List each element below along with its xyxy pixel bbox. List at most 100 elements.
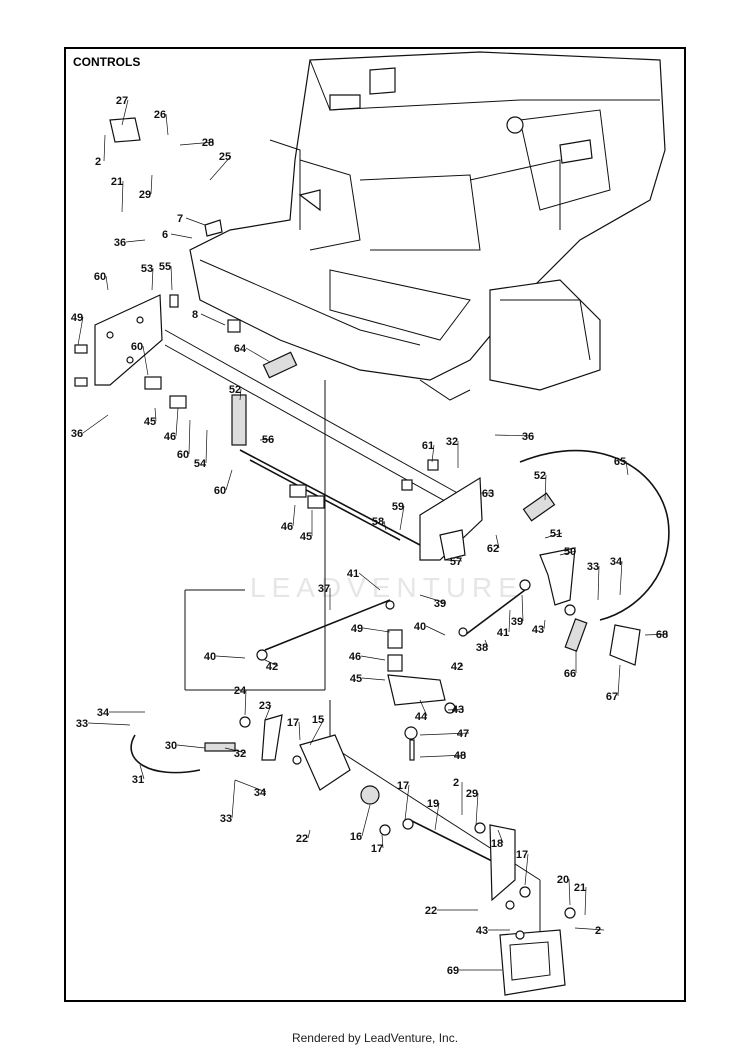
callout-label: 6	[162, 229, 168, 241]
callout-leader	[176, 744, 206, 749]
callout-label: 33	[76, 718, 88, 730]
right-mount-bracket	[419, 476, 483, 561]
callout-leader	[239, 388, 242, 401]
callout-leader	[309, 718, 325, 746]
callout-label: 32	[446, 436, 458, 448]
callout-label: 34	[97, 707, 110, 719]
callout-leader	[497, 829, 504, 844]
callout-leader	[307, 829, 311, 839]
callout-leader	[175, 407, 179, 437]
callout-label: 50	[564, 546, 576, 558]
callout-label: 34	[254, 787, 267, 799]
callout-leader	[568, 878, 571, 906]
callout-leader	[574, 927, 605, 931]
callout-label: 37	[318, 583, 330, 595]
callout-leader	[425, 625, 446, 636]
callout-label: 62	[487, 543, 499, 555]
callout-label: 68	[656, 629, 668, 641]
callout-label: 33	[220, 813, 232, 825]
callout-leader	[264, 704, 272, 721]
callout-label: 2	[95, 156, 101, 168]
callout-leader	[544, 532, 563, 539]
callout-label: 21	[574, 882, 586, 894]
callout-label: 19	[427, 798, 439, 810]
callout-leader	[544, 474, 547, 501]
callout-label: 60	[131, 341, 143, 353]
callout-leader	[494, 434, 535, 437]
callout-label: 22	[425, 905, 437, 917]
callout-label: 17	[516, 849, 528, 861]
callout-label: 39	[434, 598, 446, 610]
callout-label: 25	[219, 151, 231, 163]
callout-label: 57	[450, 556, 462, 568]
callout-leader	[125, 239, 146, 243]
callout-label: 33	[587, 561, 599, 573]
callout-leader	[121, 180, 124, 213]
callout-leader	[298, 721, 301, 741]
callout-label: 51	[550, 528, 562, 540]
callout-leader	[447, 708, 465, 711]
callout-leader	[165, 113, 169, 136]
callout-label: 49	[71, 312, 83, 324]
callout-label: 21	[111, 176, 123, 188]
callout-leader	[597, 565, 600, 601]
callout-leader	[399, 505, 405, 531]
callout-label: 46	[164, 431, 176, 443]
watermark-text: LEADVENTURE	[250, 572, 523, 603]
callout-label: 31	[132, 774, 144, 786]
callout-label: 26	[154, 109, 166, 121]
callout-label: 59	[392, 501, 404, 513]
callout-label: 36	[114, 237, 126, 249]
callout-label: 46	[349, 651, 361, 663]
callout-label: 43	[476, 925, 488, 937]
callout-leader	[205, 429, 208, 464]
callout-label: 53	[141, 263, 153, 275]
callout-label: 61	[422, 440, 434, 452]
callout-leader	[444, 559, 463, 562]
callout-leader	[495, 534, 500, 549]
callout-leader	[234, 779, 267, 793]
callout-leader	[103, 134, 106, 162]
callout-leader	[362, 627, 391, 633]
callout-leader	[170, 265, 173, 291]
callout-label: 16	[350, 831, 362, 843]
callout-label: 56	[262, 434, 274, 446]
callout-leader	[142, 345, 149, 376]
callout-leader	[361, 804, 371, 837]
callout-leader	[231, 779, 236, 819]
callout-leader	[419, 732, 470, 736]
callout-label: 15	[312, 714, 324, 726]
callout-label: 47	[457, 728, 469, 740]
callout-leader	[292, 504, 296, 527]
callout-leader	[200, 313, 226, 326]
callout-label: 8	[192, 309, 198, 321]
callout-label: 29	[139, 189, 151, 201]
callout-label: 45	[300, 531, 312, 543]
pedal-brackets	[261, 547, 641, 996]
left-mount-bracket	[94, 294, 163, 386]
callout-label: 52	[534, 470, 546, 482]
callout-label: 39	[511, 616, 523, 628]
callout-leader	[361, 677, 386, 681]
callout-leader	[154, 407, 157, 422]
callout-label: 60	[214, 485, 226, 497]
callout-leader	[419, 594, 447, 604]
callout-leader	[360, 655, 386, 661]
callout-leader	[431, 444, 435, 463]
callout-leader	[559, 550, 577, 556]
callout-label: 45	[350, 673, 362, 685]
callout-leader	[404, 784, 410, 821]
callout-leader	[121, 99, 129, 126]
callout-label: 46	[281, 521, 293, 533]
callout-label: 42	[451, 661, 463, 673]
callout-leader	[77, 316, 84, 346]
callout-leader	[508, 609, 511, 633]
callout-leader	[82, 414, 109, 434]
callout-label: 41	[347, 568, 359, 580]
callout-leader	[381, 834, 384, 849]
callout-label: 66	[564, 668, 576, 680]
callout-label: 34	[610, 556, 623, 568]
callout-label: 48	[454, 750, 466, 762]
